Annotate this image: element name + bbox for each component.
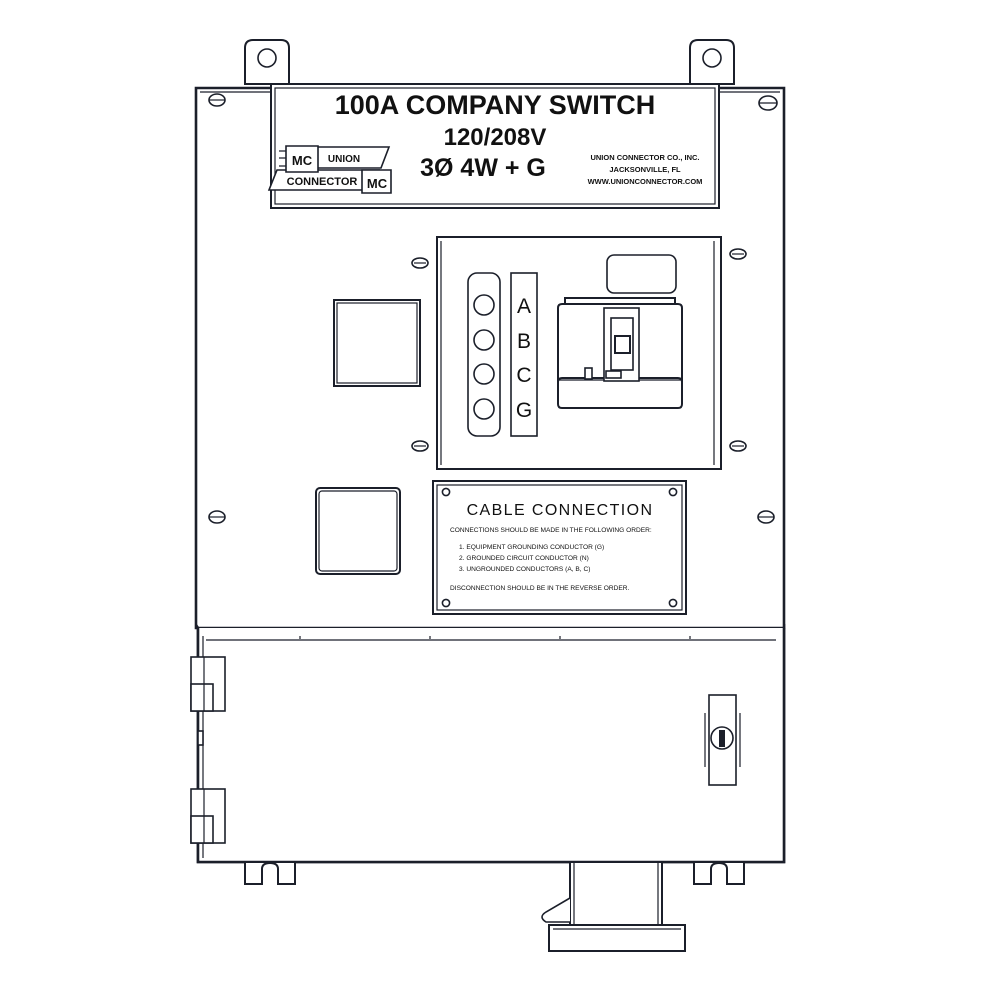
circuit-breaker[interactable]	[557, 297, 683, 409]
terminal-hole-g	[473, 398, 495, 420]
union-connector-logo: UNION CONNECTOR MC MC	[267, 145, 392, 194]
nameplate: 100A COMPANY SWITCH 120/208V 3Ø 4W + G U…	[267, 83, 720, 209]
phase-label-b: B	[517, 330, 531, 353]
plate-corner-hole-bl	[441, 598, 451, 608]
breaker-indicator-left	[584, 367, 593, 380]
breaker-indicator-right	[605, 370, 622, 379]
breaker-accessory-box	[606, 254, 677, 294]
logo-mark-right: MC	[367, 176, 388, 191]
cable-connection-plate: CABLE CONNECTION CONNECTIONS SHOULD BE M…	[432, 480, 687, 615]
company-name: UNION CONNECTOR CO., INC.	[590, 153, 699, 162]
phase-label-g: G	[516, 399, 532, 422]
phase-label-strip: A B C G	[510, 272, 538, 437]
plug-icon-right: MC	[361, 169, 392, 194]
blank-cover-plate-upper	[333, 299, 421, 387]
nameplate-configuration: 3Ø 4W + G	[420, 154, 546, 182]
mounting-tab-left	[244, 39, 290, 85]
cable-plate-intro: CONNECTIONS SHOULD BE MADE IN THE FOLLOW…	[450, 527, 652, 534]
logo-mark-left: MC	[292, 153, 313, 168]
cable-plate-step-2: 2. GROUNDED CIRCUIT CONDUCTOR (N)	[459, 555, 589, 562]
latch-keyway	[719, 730, 725, 747]
conduit-hub	[541, 861, 686, 952]
enclosure-lower-door	[196, 623, 786, 864]
enclosure-screw-top-left	[208, 93, 226, 107]
cable-plate-step-1: 1. EQUIPMENT GROUNDING CONDUCTOR (G)	[459, 544, 604, 551]
mounting-tab-right	[689, 39, 735, 85]
cable-plate-footer: DISCONNECTION SHOULD BE IN THE REVERSE O…	[450, 585, 630, 592]
company-website: WWW.UNIONCONNECTOR.COM	[588, 177, 703, 186]
blank-cover-plate-lower	[315, 487, 401, 575]
company-address-block: UNION CONNECTOR CO., INC. JACKSONVILLE, …	[588, 153, 703, 186]
plug-icon-left: MC	[279, 145, 319, 173]
nameplate-title: 100A COMPANY SWITCH	[335, 90, 656, 120]
phase-label-c: C	[516, 364, 531, 387]
mounting-foot-left	[244, 861, 296, 885]
panel-fastener-bottom-left	[411, 440, 429, 452]
enclosure-screw-mid-right	[757, 510, 775, 524]
nameplate-voltage: 120/208V	[444, 124, 547, 151]
enclosure-screw-top-right	[758, 95, 778, 111]
cable-plate-step-3: 3. UNGROUNDED CONDUCTORS (A, B, C)	[459, 566, 590, 573]
cable-plate-title: CABLE CONNECTION	[467, 502, 654, 519]
mounting-foot-right	[693, 861, 745, 885]
company-city: JACKSONVILLE, FL	[609, 165, 681, 174]
terminal-hole-b	[473, 329, 495, 351]
logo-word-connector: CONNECTOR	[287, 176, 358, 188]
logo-word-union: UNION	[328, 154, 360, 165]
door-hinge-lower	[190, 788, 226, 844]
plate-corner-hole-tr	[668, 487, 678, 497]
terminal-hole-a	[473, 294, 495, 316]
terminal-hole-c	[473, 363, 495, 385]
breaker-toggle-handle	[614, 335, 631, 354]
phase-label-a: A	[517, 295, 531, 318]
door-latch[interactable]	[704, 694, 741, 786]
panel-fastener-top-left	[411, 257, 429, 269]
terminal-strip	[467, 272, 501, 437]
enclosure-screw-mid-left	[208, 510, 226, 524]
door-hinge-upper	[190, 656, 226, 712]
hinge-pin-marker	[197, 730, 204, 746]
plate-corner-hole-tl	[441, 487, 451, 497]
breaker-panel: A B C G	[411, 236, 747, 470]
panel-fastener-bottom-right	[729, 440, 747, 452]
plate-corner-hole-br	[668, 598, 678, 608]
panel-fastener-top-right	[729, 248, 747, 260]
